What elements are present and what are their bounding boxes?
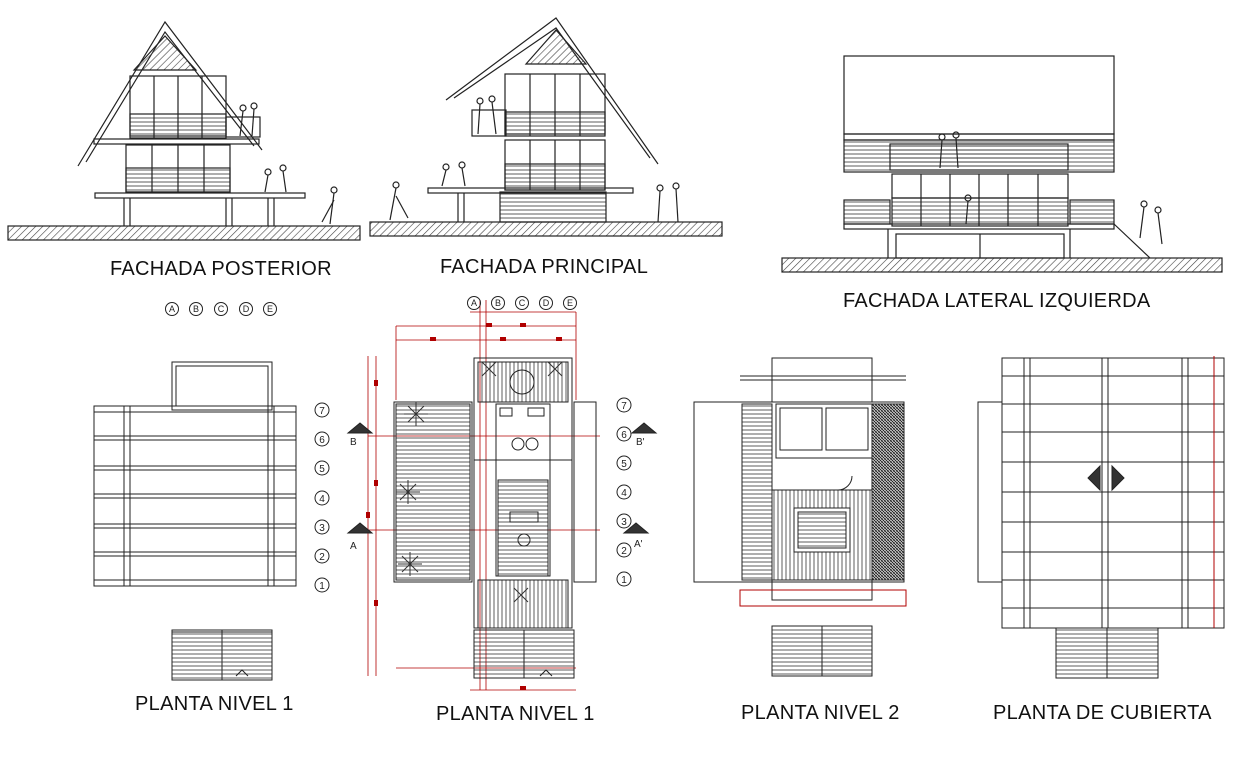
title-rear-elevation: FACHADA POSTERIOR <box>110 258 332 280</box>
title-front-elevation: FACHADA PRINCIPAL <box>440 256 649 278</box>
grid-number-2: 2 <box>621 546 627 557</box>
grid-letter-a: A <box>471 298 477 308</box>
grid-number-3-left: 3 <box>319 523 325 534</box>
title-plan-level1-center: PLANTA NIVEL 1 <box>436 703 595 725</box>
left-elevation-drawing <box>781 55 1223 273</box>
grid-number-4-left: 4 <box>319 494 325 505</box>
grid-letter-e: E <box>567 298 573 308</box>
grid-letter-a-left: A <box>169 304 175 314</box>
section-mark-a: A <box>350 541 357 552</box>
grid-number-3: 3 <box>621 517 627 528</box>
title-plan-level1-left: PLANTA NIVEL 1 <box>135 693 294 715</box>
grid-number-1-left: 1 <box>319 581 325 592</box>
rear-elevation-drawing <box>7 20 361 241</box>
section-mark-b-prime: B' <box>636 437 645 448</box>
grid-number-6-left: 6 <box>319 435 325 446</box>
grid-number-6: 6 <box>621 430 627 441</box>
grid-letter-b-left: B <box>193 304 199 314</box>
grid-letter-c-left: C <box>218 304 225 314</box>
grid-letter-c: C <box>519 298 526 308</box>
section-mark-a-prime: A' <box>634 539 643 550</box>
grid-number-7: 7 <box>621 401 627 412</box>
front-elevation-drawing <box>369 17 723 237</box>
grid-letter-e-left: E <box>267 304 273 314</box>
plan-level1-furnished-drawing <box>346 296 658 691</box>
grid-numbers-left <box>314 402 330 593</box>
grid-letter-d: D <box>543 298 550 308</box>
grid-letters-left <box>165 302 277 316</box>
grid-number-2-left: 2 <box>319 552 325 563</box>
grid-number-5-left: 5 <box>319 464 325 475</box>
grid-number-7-left: 7 <box>319 406 325 417</box>
plan-level2-drawing <box>693 357 907 677</box>
grid-number-4: 4 <box>621 488 627 499</box>
section-mark-b: B <box>350 437 357 448</box>
grid-letter-b: B <box>495 298 501 308</box>
title-left-elevation: FACHADA LATERAL IZQUIERDA <box>843 290 1151 312</box>
plan-level1-outline-drawing <box>93 361 297 681</box>
grid-number-1: 1 <box>621 575 627 586</box>
grid-letter-d-left: D <box>243 304 250 314</box>
title-plan-level2: PLANTA NIVEL 2 <box>741 702 900 724</box>
grid-number-5: 5 <box>621 459 627 470</box>
title-roof-plan: PLANTA DE CUBIERTA <box>993 702 1212 724</box>
roof-plan-drawing <box>977 356 1225 679</box>
